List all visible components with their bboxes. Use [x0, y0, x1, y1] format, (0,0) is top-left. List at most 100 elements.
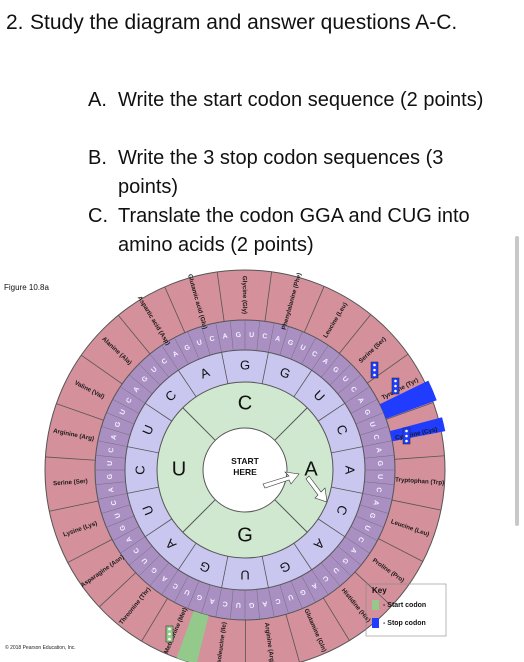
ring-divider: [274, 499, 308, 533]
third-base-letter: C: [262, 333, 268, 341]
ring-divider: [301, 575, 316, 603]
ring-divider: [127, 486, 159, 494]
ring-divider: [261, 352, 269, 384]
third-base-letter: G: [248, 601, 254, 608]
third-base-letter: A: [108, 487, 116, 493]
third-base-letter: U: [119, 409, 127, 417]
start-codon-sector: [176, 610, 209, 662]
third-base-letter: U: [362, 524, 370, 532]
subquestion-letter: C.: [88, 205, 108, 227]
third-base-letter: G: [287, 339, 295, 348]
ring-divider: [256, 320, 260, 351]
ring-divider: [145, 518, 173, 538]
start-codon-swatch: [372, 600, 379, 610]
third-base-letter: G: [150, 565, 159, 574]
ring-divider: [331, 486, 363, 494]
ring-divider: [350, 399, 378, 414]
center-disc: [202, 427, 288, 513]
ring-divider: [274, 407, 308, 441]
key-start-label: - Start codon: [383, 601, 427, 609]
ring-divider: [359, 504, 389, 514]
second-base-letter: A: [343, 466, 358, 475]
third-base-letter: C: [222, 599, 228, 607]
stop-codon-marker: [405, 429, 408, 433]
ring-divider: [329, 554, 352, 577]
ring-divider: [112, 399, 140, 414]
ring-divider: [331, 446, 363, 454]
third-base-letter: G: [107, 473, 114, 479]
aa-divider: [367, 353, 409, 384]
third-base-letter: A: [262, 599, 268, 607]
question-number: 2.: [6, 11, 24, 34]
ring-divider: [128, 545, 153, 566]
ring-divider: [350, 526, 378, 541]
third-base-letter: A: [372, 499, 380, 506]
third-base-letter: G: [119, 523, 128, 531]
subquestion-text: Write the start codon sequence (2 points…: [118, 89, 484, 111]
aa-divider: [216, 271, 225, 322]
amino-acid-label: Glycine (Gly): [241, 276, 248, 314]
third-base-letter: A: [374, 447, 382, 453]
third-base-letter: C: [108, 447, 116, 453]
stop-codon-marker: [394, 384, 397, 388]
stop-codon-sector: [379, 380, 437, 419]
ring-divider: [95, 455, 126, 459]
stop-codon-swatch: [372, 618, 379, 628]
ring-divider: [290, 331, 303, 360]
stop-codon-marker: [373, 363, 376, 367]
ring-divider: [128, 374, 153, 395]
third-base-letter: A: [172, 350, 180, 359]
ring-divider: [145, 402, 173, 422]
start-codon-marker: [168, 632, 171, 636]
ring-divider: [329, 363, 352, 386]
ring-divider: [95, 481, 126, 485]
ring-divider: [337, 374, 362, 395]
subquestion-letter: A.: [88, 89, 107, 111]
first-base-letter: G: [237, 524, 253, 546]
third-base-letter: G: [367, 512, 376, 520]
third-base-letter: A: [310, 581, 318, 590]
third-base-letter: C: [125, 397, 134, 405]
third-base-letter: A: [110, 434, 118, 441]
ring-divider: [355, 412, 384, 425]
subquestion-text: Translate the codon GGA and CUG into ami…: [118, 205, 470, 256]
ring-divider: [344, 386, 370, 404]
stop-codon-marker: [405, 434, 408, 438]
third-base-letter: C: [374, 487, 382, 493]
ring-divider: [201, 326, 211, 356]
third-base-letter: U: [376, 474, 383, 479]
ring-divider: [161, 345, 179, 371]
ring-divider: [256, 589, 260, 620]
ring-divider: [268, 587, 275, 618]
start-here-label: START: [231, 456, 260, 466]
third-base-letter: C: [321, 574, 329, 583]
third-base-letter: U: [236, 601, 241, 608]
key-legend: Key - Start codon - Stop codon: [366, 584, 446, 636]
ring-divider: [268, 322, 275, 353]
ring-divider: [317, 402, 345, 422]
aa-divider: [56, 403, 104, 421]
third-base-letter: G: [340, 556, 349, 565]
third-base-letter: U: [107, 461, 114, 466]
ring-divider: [293, 542, 313, 570]
third-base-letter: G: [195, 592, 203, 601]
scrollbar[interactable]: [515, 236, 519, 526]
third-base-letter: A: [125, 535, 134, 543]
ring-divider: [187, 331, 200, 360]
ring-divider: [230, 320, 234, 351]
third-base-letter: C: [133, 546, 142, 554]
ring-divider: [230, 589, 234, 620]
third-base-letter: A: [161, 574, 169, 583]
ring-divider: [177, 370, 197, 398]
start-here-label: HERE: [233, 467, 257, 477]
subquestion-letter: B.: [88, 147, 107, 169]
ring-divider: [221, 556, 229, 588]
first-base-letter: C: [238, 392, 252, 414]
ring-divider: [97, 440, 128, 447]
aa-divider: [386, 402, 434, 420]
stop-codon-marker: [394, 389, 397, 393]
third-base-letter: U: [249, 332, 254, 339]
third-base-letter: G: [183, 344, 191, 353]
third-base-letter: C: [310, 350, 318, 359]
